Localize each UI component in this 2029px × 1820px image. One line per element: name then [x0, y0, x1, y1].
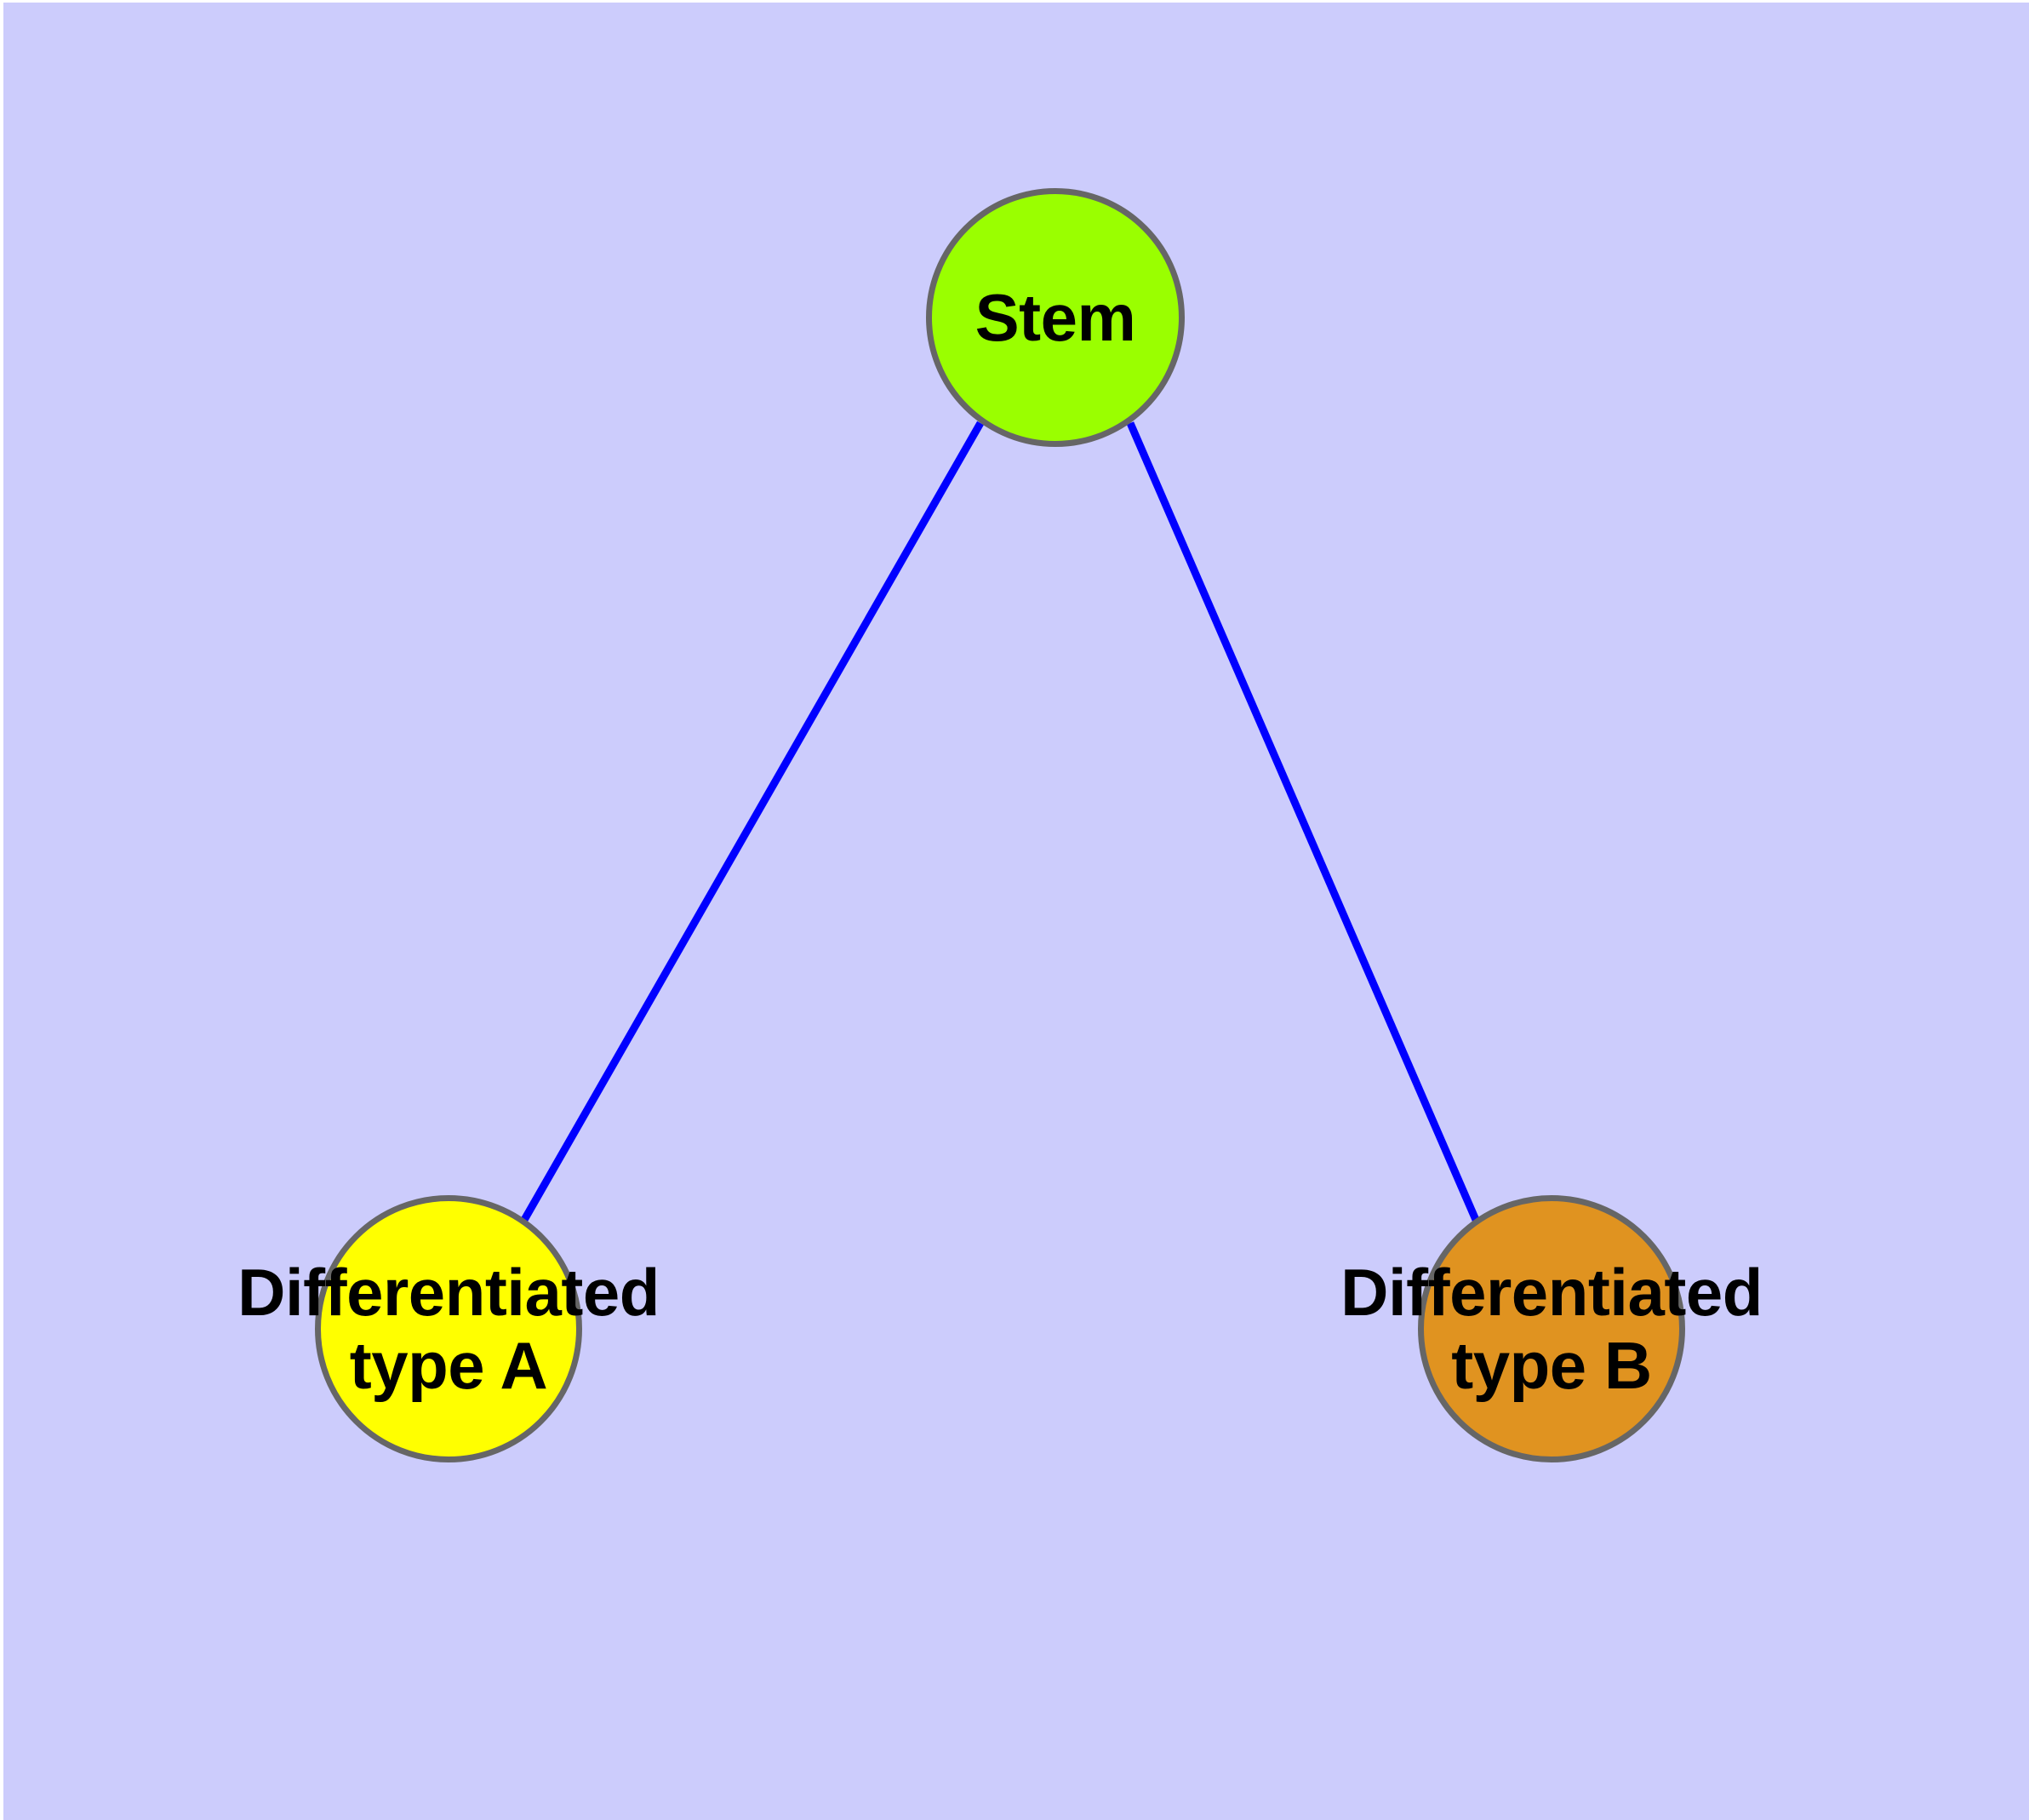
- edge-stem-to-differentiated-type-a: [521, 421, 984, 1222]
- node-stem[interactable]: [926, 188, 1185, 447]
- node-differentiated-type-b[interactable]: [1418, 1195, 1685, 1462]
- edge-stem-to-differentiated-type-b: [1126, 421, 1480, 1222]
- node-differentiated-type-a[interactable]: [315, 1195, 582, 1462]
